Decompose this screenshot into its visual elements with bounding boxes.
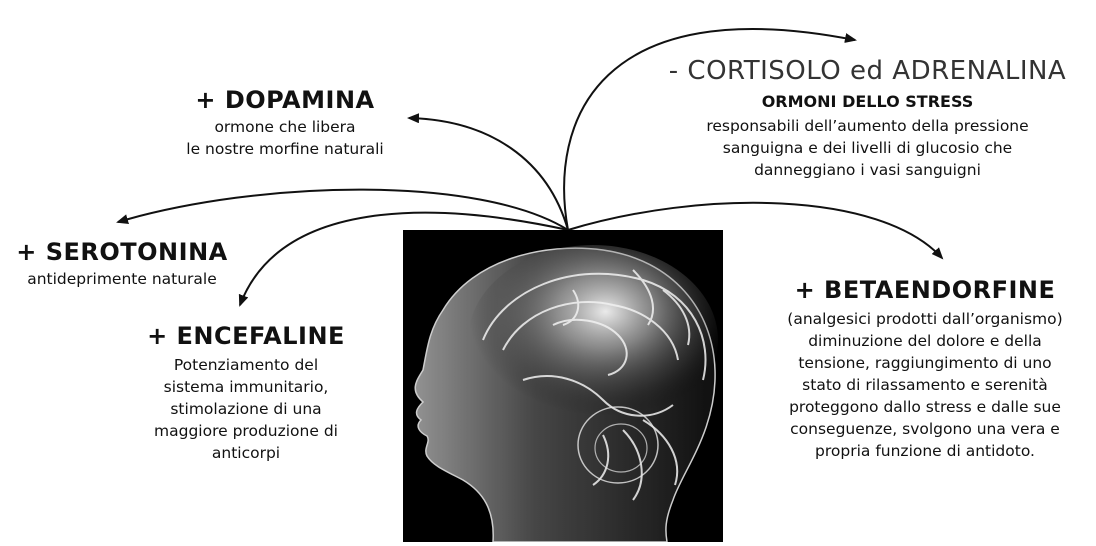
betaendorfine-line: conseguenze, svolgono una vera e xyxy=(790,420,1060,438)
serotonina-block: + SEROTONINA antideprimente naturale xyxy=(6,238,238,290)
encefaline-line: Potenziamento del xyxy=(173,356,319,374)
betaendorfine-block: + BETAENDORFINE (analgesici prodotti dal… xyxy=(760,276,1090,462)
serotonina-line: antideprimente naturale xyxy=(27,270,217,288)
dopamina-title: + DOPAMINA xyxy=(195,86,375,114)
betaendorfine-line: (analgesici prodotti dall’organismo) xyxy=(787,310,1063,328)
betaendorfine-line: diminuzione del dolore e della xyxy=(808,332,1042,350)
cortisolo-line: danneggiano i vasi sanguigni xyxy=(754,161,981,179)
cortisolo-line: sanguigna e dei livelli di glucosio che xyxy=(722,139,1013,157)
betaendorfine-line: tensione, raggiungimento di uno xyxy=(798,354,1052,372)
betaendorfine-line: propria funzione di antidoto. xyxy=(815,442,1035,460)
arrow-to-betaendorfine xyxy=(567,201,944,260)
betaendorfine-line: proteggono dallo stress e dalle sue xyxy=(789,398,1061,416)
cortisolo-title: - CORTISOLO ed ADRENALINA xyxy=(668,56,1067,86)
dopamina-line: le nostre morfine naturali xyxy=(186,140,384,158)
arrow-to-cortisolo xyxy=(563,28,857,231)
encefaline-line: stimolazione di una xyxy=(170,400,322,418)
encefaline-line: anticorpi xyxy=(211,444,281,462)
encefaline-line: maggiore produzione di xyxy=(154,422,338,440)
head-brain-illustration xyxy=(403,230,723,543)
head-profile-icon xyxy=(414,245,718,543)
serotonina-title: + SEROTONINA xyxy=(16,238,228,266)
cortisolo-subtitle: ORMONI DELLO STRESS xyxy=(761,92,974,111)
dopamina-block: + DOPAMINA ormone che libera le nostre m… xyxy=(150,86,420,160)
betaendorfine-title: + BETAENDORFINE xyxy=(794,276,1056,304)
betaendorfine-line: stato di rilassamento e serenità xyxy=(802,376,1048,394)
arrow-to-serotonina xyxy=(116,188,569,231)
cortisolo-line: responsabili dell’aumento della pression… xyxy=(706,117,1029,135)
arrow-to-encefaline xyxy=(238,211,569,307)
arrow-to-dopamina xyxy=(407,113,569,231)
encefaline-line: sistema immunitario, xyxy=(163,378,329,396)
encefaline-block: + ENCEFALINE Potenziamento del sistema i… xyxy=(136,322,356,464)
dopamina-line: ormone che libera xyxy=(214,118,356,136)
cortisolo-block: - CORTISOLO ed ADRENALINA ORMONI DELLO S… xyxy=(660,56,1075,181)
encefaline-title: + ENCEFALINE xyxy=(147,322,345,350)
